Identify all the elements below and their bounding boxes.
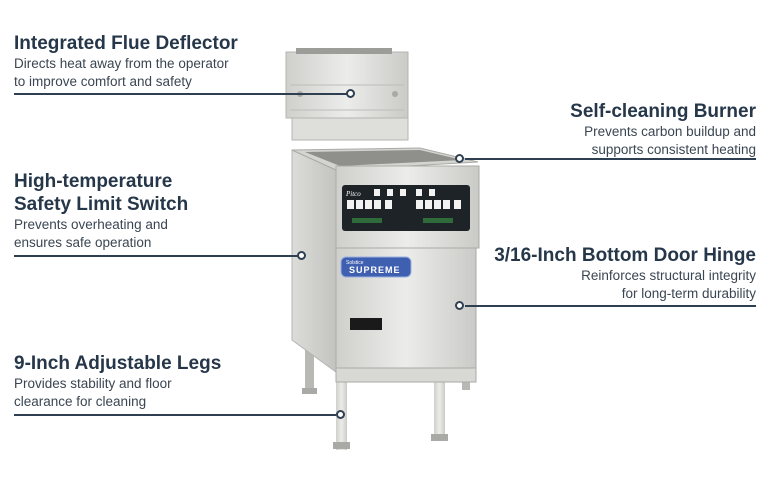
callout-flue-deflector: Integrated Flue Deflector Directs heat a… xyxy=(14,32,274,91)
callout-desc: ensures safe operation xyxy=(14,235,152,250)
callout-burner: Self-cleaning Burner Prevents carbon bui… xyxy=(500,100,756,159)
callout-door-hinge: 3/16-Inch Bottom Door Hinge Reinforces s… xyxy=(460,244,756,303)
callout-desc: clearance for cleaning xyxy=(14,394,147,409)
leader-line-legs xyxy=(14,414,336,416)
left-back-leg xyxy=(305,345,314,393)
callout-desc: to improve comfort and safety xyxy=(14,74,192,89)
callout-safety-switch: High-temperature Safety Limit Switch Pre… xyxy=(14,170,274,252)
door-handle xyxy=(350,318,382,330)
leader-line-hinge xyxy=(465,305,756,307)
callout-desc: Prevents carbon buildup and xyxy=(584,124,756,139)
callout-adjustable-legs: 9-Inch Adjustable Legs Provides stabilit… xyxy=(14,352,274,411)
marker-dot-flue xyxy=(346,89,355,98)
marker-dot-legs xyxy=(336,410,345,419)
leader-line-safety xyxy=(14,255,298,257)
door-badge xyxy=(340,256,412,278)
control-brand: Pitco xyxy=(345,190,361,198)
leader-line-flue xyxy=(14,93,347,95)
marker-dot-burner xyxy=(455,154,464,163)
callout-desc: supports consistent heating xyxy=(591,142,756,157)
front-right-leg xyxy=(434,380,445,440)
svg-text:Solstice: Solstice xyxy=(346,260,364,266)
callout-desc: for long-term durability xyxy=(621,286,756,301)
leader-line-burner xyxy=(465,158,756,160)
callout-desc: Reinforces structural integrity xyxy=(581,268,756,283)
callout-desc: Directs heat away from the operator xyxy=(14,56,229,71)
marker-dot-hinge xyxy=(455,301,464,310)
callout-desc: Prevents overheating and xyxy=(14,217,168,232)
callout-desc: Provides stability and floor xyxy=(14,376,172,391)
callout-title: 9-Inch Adjustable Legs xyxy=(14,353,222,374)
callout-title: Self-cleaning Burner xyxy=(570,101,756,122)
callout-title: Safety Limit Switch xyxy=(14,194,189,215)
svg-text:SUPREME: SUPREME xyxy=(349,265,401,275)
callout-title: 3/16-Inch Bottom Door Hinge xyxy=(494,245,756,266)
marker-dot-safety xyxy=(297,251,306,260)
callout-title: High-temperature xyxy=(14,171,173,192)
callout-title: Integrated Flue Deflector xyxy=(14,33,238,54)
